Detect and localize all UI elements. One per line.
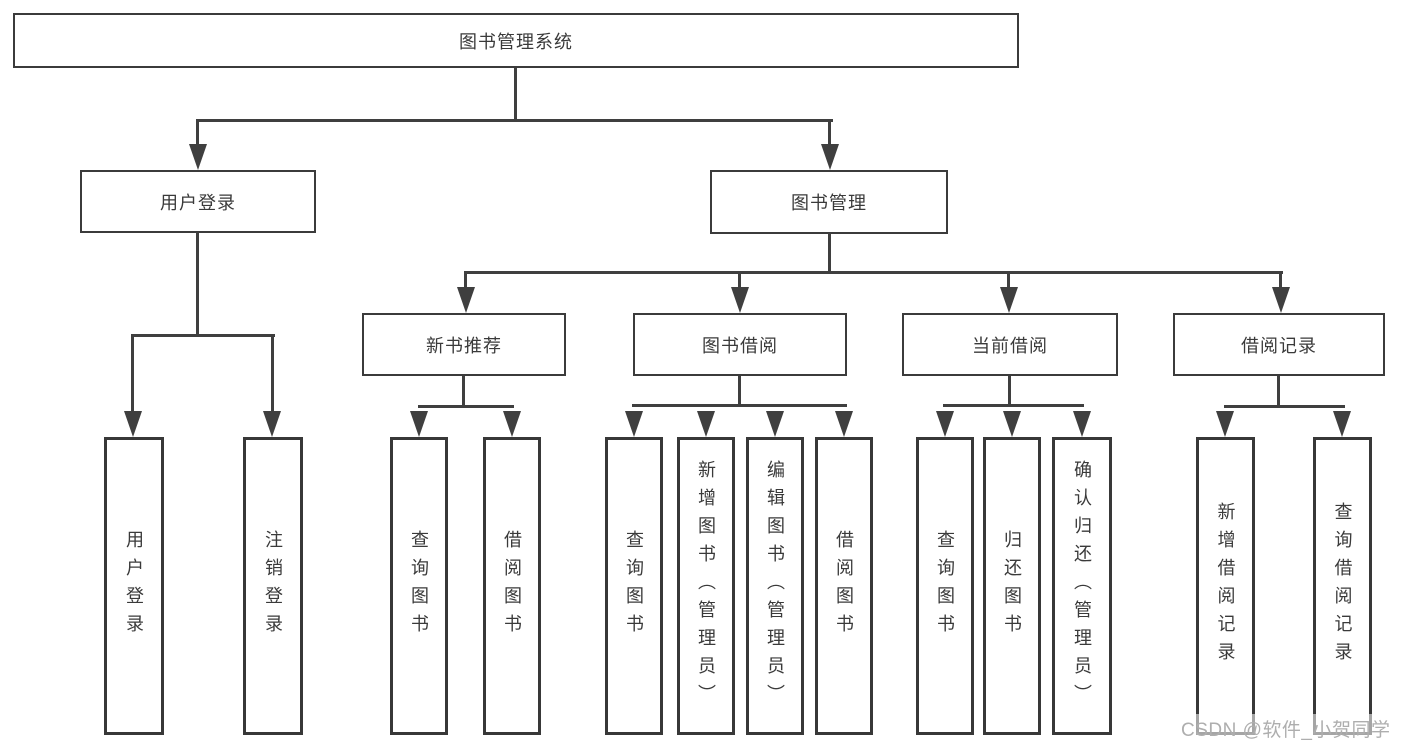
leaf-label: 注销登录 (263, 530, 283, 642)
leaf-borrowing-query-books: 查询图书 (605, 437, 663, 735)
edge-line-h (465, 271, 1283, 274)
edge-line-h (197, 119, 833, 122)
node-label: 用户登录 (160, 192, 236, 213)
leaf-recommend-borrow-books: 借阅图书 (483, 437, 541, 735)
node-user-login: 用户登录 (80, 170, 316, 233)
leaf-borrowing-edit-books-admin: 编辑图书（管理员） (746, 437, 804, 735)
edge-line-v (1277, 376, 1280, 408)
leaf-borrowing-add-books-admin: 新增图书（管理员） (677, 437, 735, 735)
arrowhead-down-icon (821, 144, 839, 170)
leaf-label: 新增图书（管理员） (696, 460, 716, 712)
arrowhead-down-icon (1333, 411, 1351, 437)
leaf-label: 查询图书 (624, 530, 644, 642)
node-borrowing-records: 借阅记录 (1173, 313, 1385, 376)
node-current-borrowing: 当前借阅 (902, 313, 1118, 376)
edge-line-h (1224, 405, 1345, 408)
leaf-label: 查询图书 (409, 530, 429, 642)
arrowhead-down-icon (835, 411, 853, 437)
arrowhead-down-icon (936, 411, 954, 437)
arrowhead-down-icon (1073, 411, 1091, 437)
arrowhead-down-icon (625, 411, 643, 437)
leaf-records-add-record: 新增借阅记录 (1196, 437, 1255, 735)
edge-line-v (464, 271, 467, 290)
node-label: 借阅记录 (1241, 335, 1317, 356)
arrowhead-down-icon (766, 411, 784, 437)
node-system-root: 图书管理系统 (13, 13, 1019, 68)
leaf-label: 用户登录 (124, 530, 144, 642)
arrowhead-down-icon (1003, 411, 1021, 437)
edge-line-v (462, 376, 465, 408)
leaf-label: 查询图书 (935, 530, 955, 642)
node-book-borrowing: 图书借阅 (633, 313, 847, 376)
edge-line-v (1279, 271, 1282, 290)
node-label: 当前借阅 (972, 335, 1048, 356)
leaf-label: 新增借阅记录 (1215, 502, 1236, 670)
arrowhead-down-icon (124, 411, 142, 437)
arrowhead-down-icon (263, 411, 281, 437)
leaf-current-return-books: 归还图书 (983, 437, 1041, 735)
edge-line-v (738, 376, 741, 407)
leaf-logout-action: 注销登录 (243, 437, 303, 735)
edge-line-v (131, 334, 134, 414)
node-label: 图书管理系统 (459, 31, 573, 52)
node-label: 新书推荐 (426, 335, 502, 356)
leaf-label: 确认归还（管理员） (1072, 460, 1092, 712)
node-label: 图书管理 (791, 193, 867, 213)
edge-line-v (271, 334, 274, 414)
edge-line-v (738, 271, 741, 290)
leaf-user-login-action: 用户登录 (104, 437, 164, 735)
edge-line-v (1008, 376, 1011, 407)
leaf-label: 借阅图书 (502, 530, 522, 642)
arrowhead-down-icon (189, 144, 207, 170)
edge-line-h (132, 334, 275, 337)
edge-line-v (1007, 271, 1010, 290)
leaf-label: 借阅图书 (834, 530, 854, 642)
leaf-label: 编辑图书（管理员） (765, 460, 785, 712)
edge-line-h (632, 404, 847, 407)
edge-line-v (196, 119, 199, 147)
node-label: 图书借阅 (702, 335, 778, 356)
edge-line-h (418, 405, 514, 408)
arrowhead-down-icon (1216, 411, 1234, 437)
arrowhead-down-icon (1272, 287, 1290, 313)
leaf-label: 归还图书 (1002, 530, 1022, 642)
arrowhead-down-icon (410, 411, 428, 437)
leaf-current-query-books: 查询图书 (916, 437, 974, 735)
leaf-borrowing-borrow-books: 借阅图书 (815, 437, 873, 735)
leaf-label: 查询借阅记录 (1332, 502, 1353, 670)
arrowhead-down-icon (731, 287, 749, 313)
leaf-records-query-record: 查询借阅记录 (1313, 437, 1372, 735)
arrowhead-down-icon (457, 287, 475, 313)
edge-line-v (514, 68, 517, 122)
edge-line-h (943, 404, 1084, 407)
arrowhead-down-icon (1000, 287, 1018, 313)
arrowhead-down-icon (503, 411, 521, 437)
arrowhead-down-icon (697, 411, 715, 437)
csdn-watermark: CSDN @软件_小贺同学 (1178, 714, 1394, 743)
node-book-management: 图书管理 (710, 170, 948, 234)
edge-line-v (196, 232, 199, 337)
edge-line-v (828, 233, 831, 274)
edge-line-v (828, 119, 831, 147)
node-new-book-recommend: 新书推荐 (362, 313, 566, 376)
leaf-recommend-query-books: 查询图书 (390, 437, 448, 735)
leaf-current-confirm-return-admin: 确认归还（管理员） (1052, 437, 1112, 735)
